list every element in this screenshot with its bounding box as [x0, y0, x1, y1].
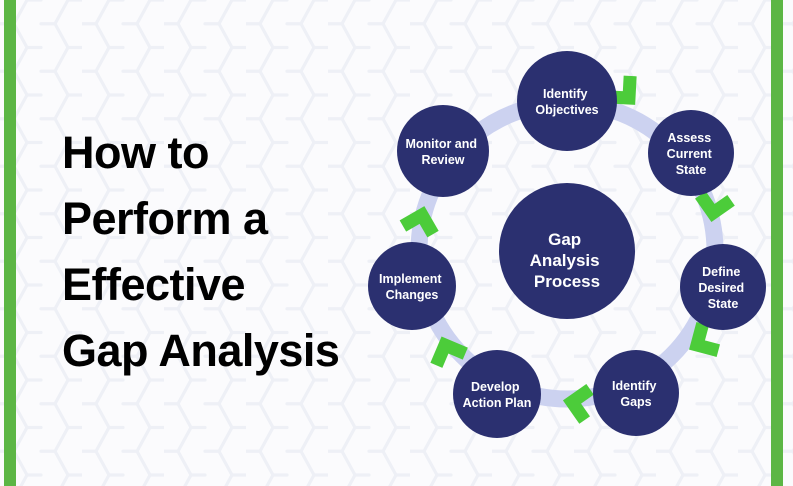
title-line-4: Gap Analysis	[62, 325, 340, 376]
cycle-hub: Gap Analysis Process	[499, 183, 635, 319]
title-line-2: Perform a	[62, 193, 268, 244]
cycle-node-define-desired-state[interactable]: Define Desired State	[680, 244, 766, 330]
node-line-3: State	[708, 297, 739, 311]
gap-analysis-cycle-diagram: Gap Analysis Process Identify Objectives…	[350, 20, 790, 470]
node-line-2: Desired	[698, 281, 744, 295]
node-line-2: Action Plan	[463, 396, 532, 410]
node-line-1: Assess	[667, 131, 711, 145]
node-circle	[453, 350, 541, 438]
node-line-1: Identify	[543, 87, 587, 101]
node-line-1: Monitor and	[406, 137, 478, 151]
arrow-step-5-to-6	[430, 336, 468, 368]
node-circle	[368, 242, 456, 330]
cycle-node-identify-gaps[interactable]: Identify Gaps	[593, 350, 679, 436]
arrow-step-3-to-4	[689, 322, 720, 357]
title-line-3: Effective	[62, 259, 246, 310]
hub-line-2: Analysis	[530, 251, 600, 270]
cycle-node-implement-changes[interactable]: Implement Changes	[368, 242, 456, 330]
node-line-2: Current	[667, 147, 713, 161]
hub-line-3: Process	[534, 272, 600, 291]
node-circle	[593, 350, 679, 436]
title-line-1: How to	[62, 127, 209, 178]
cycle-node-identify-objectives[interactable]: Identify Objectives	[517, 51, 617, 151]
cycle-node-develop-action-plan[interactable]: Develop Action Plan	[453, 350, 541, 438]
hub-line-1: Gap	[548, 230, 581, 249]
page-title: How to Perform a Effective Gap Analysis	[62, 120, 372, 384]
node-line-1: Develop	[471, 380, 520, 394]
arrow-step-1-to-2	[606, 75, 637, 105]
node-line-1: Identify	[612, 379, 656, 393]
node-line-2: Objectives	[535, 103, 598, 117]
node-line-1: Define	[702, 265, 740, 279]
left-green-rail	[4, 0, 16, 486]
node-line-2: Review	[421, 153, 464, 167]
node-line-2: Gaps	[620, 395, 651, 409]
node-line-1: Implement	[379, 272, 442, 286]
node-circle	[517, 51, 617, 151]
cycle-node-assess-current-state[interactable]: Assess Current State	[648, 110, 734, 196]
node-circle	[397, 105, 489, 197]
node-line-3: State	[676, 163, 707, 177]
node-line-2: Changes	[386, 288, 439, 302]
cycle-node-monitor-and-review[interactable]: Monitor and Review	[397, 105, 489, 197]
